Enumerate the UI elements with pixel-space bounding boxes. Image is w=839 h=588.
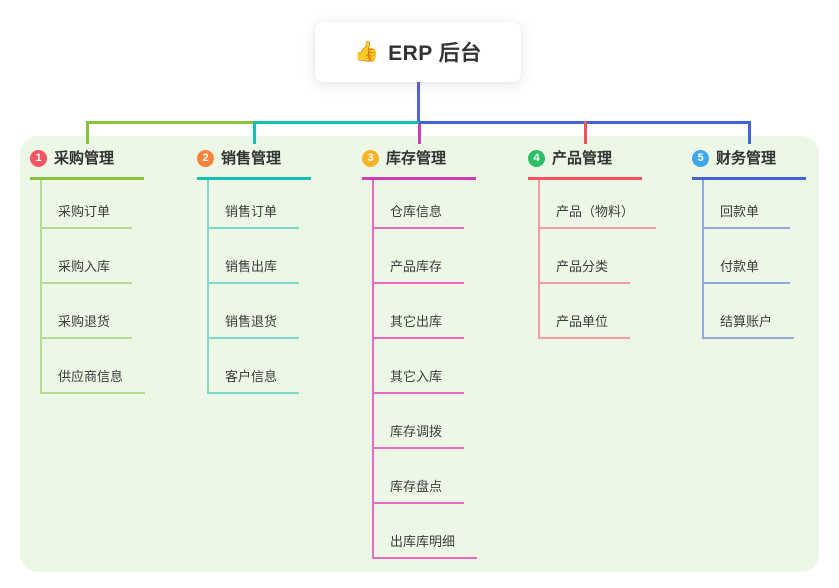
child-node[interactable]: 产品（物料） bbox=[540, 180, 657, 229]
branch-column-4: 4 产品管理产品（物料）产品分类产品单位 bbox=[528, 148, 657, 339]
branch-number-badge: 2 bbox=[197, 150, 214, 167]
child-node[interactable]: 客户信息 bbox=[209, 339, 300, 394]
h-segment-purchase bbox=[86, 121, 255, 124]
drop-line-2 bbox=[253, 121, 256, 144]
child-node[interactable]: 回款单 bbox=[704, 180, 790, 229]
child-node[interactable]: 销售出库 bbox=[209, 229, 300, 284]
branch-title-2[interactable]: 2 销售管理 bbox=[197, 148, 311, 180]
child-node[interactable]: 付款单 bbox=[704, 229, 790, 284]
h-segment-sales bbox=[254, 121, 419, 124]
child-node[interactable]: 其它入库 bbox=[374, 339, 465, 394]
branch-number-badge: 1 bbox=[30, 150, 47, 167]
branch-column-1: 1 采购管理采购订单采购入库采购退货供应商信息 bbox=[30, 148, 146, 394]
branch-title-label: 销售管理 bbox=[221, 150, 282, 167]
branch-column-2: 2 销售管理销售订单销售出库销售退货客户信息 bbox=[197, 148, 311, 394]
branch-title-1[interactable]: 1 采购管理 bbox=[30, 148, 144, 180]
drop-line-3 bbox=[418, 124, 421, 144]
thumbs-up-icon: 👍 bbox=[354, 41, 380, 63]
branch-number-badge: 5 bbox=[692, 150, 709, 167]
branch-title-label: 库存管理 bbox=[386, 150, 447, 167]
child-node[interactable]: 结算账户 bbox=[704, 284, 795, 339]
child-node[interactable]: 产品分类 bbox=[540, 229, 631, 284]
branch-number-badge: 4 bbox=[528, 150, 545, 167]
drop-line-5 bbox=[748, 121, 751, 144]
branch-title-3[interactable]: 3 库存管理 bbox=[362, 148, 476, 180]
child-node[interactable]: 产品单位 bbox=[540, 284, 631, 339]
child-node[interactable]: 库存盘点 bbox=[374, 449, 465, 504]
drop-line-1 bbox=[86, 121, 89, 144]
child-node[interactable]: 供应商信息 bbox=[42, 339, 146, 394]
child-node[interactable]: 其它出库 bbox=[374, 284, 465, 339]
child-node[interactable]: 销售订单 bbox=[209, 180, 300, 229]
child-node[interactable]: 产品库存 bbox=[374, 229, 465, 284]
branch-title-4[interactable]: 4 产品管理 bbox=[528, 148, 642, 180]
branch-title-label: 产品管理 bbox=[552, 150, 613, 167]
branch-column-3: 3 库存管理仓库信息产品库存其它出库其它入库库存调拨库存盘点出库库明细 bbox=[362, 148, 478, 559]
branch-number-badge: 3 bbox=[362, 150, 379, 167]
drop-line-4 bbox=[584, 121, 587, 144]
child-node[interactable]: 采购订单 bbox=[42, 180, 133, 229]
branch-title-5[interactable]: 5 财务管理 bbox=[692, 148, 806, 180]
child-node[interactable]: 销售退货 bbox=[209, 284, 300, 339]
branch-title-label: 财务管理 bbox=[716, 150, 777, 167]
branch-children-list: 仓库信息产品库存其它出库其它入库库存调拨库存盘点出库库明细 bbox=[372, 180, 478, 559]
branch-column-5: 5 财务管理回款单付款单结算账户 bbox=[692, 148, 806, 339]
branch-children-list: 产品（物料）产品分类产品单位 bbox=[538, 180, 657, 339]
branch-children-list: 销售订单销售出库销售退货客户信息 bbox=[207, 180, 311, 394]
child-node[interactable]: 仓库信息 bbox=[374, 180, 465, 229]
root-stem-line bbox=[417, 82, 420, 124]
branch-children-list: 回款单付款单结算账户 bbox=[702, 180, 806, 339]
branch-title-label: 采购管理 bbox=[54, 150, 115, 167]
branch-children-list: 采购订单采购入库采购退货供应商信息 bbox=[40, 180, 146, 394]
child-node[interactable]: 采购退货 bbox=[42, 284, 133, 339]
child-node[interactable]: 采购入库 bbox=[42, 229, 133, 284]
branches-panel: 1 采购管理采购订单采购入库采购退货供应商信息 2 销售管理销售订单销售出库销售退货客… bbox=[20, 136, 819, 572]
child-node[interactable]: 出库库明细 bbox=[374, 504, 478, 559]
root-node-label: ERP 后台 bbox=[388, 42, 482, 65]
root-node[interactable]: 👍 ERP 后台 bbox=[315, 22, 521, 82]
child-node[interactable]: 库存调拨 bbox=[374, 394, 465, 449]
